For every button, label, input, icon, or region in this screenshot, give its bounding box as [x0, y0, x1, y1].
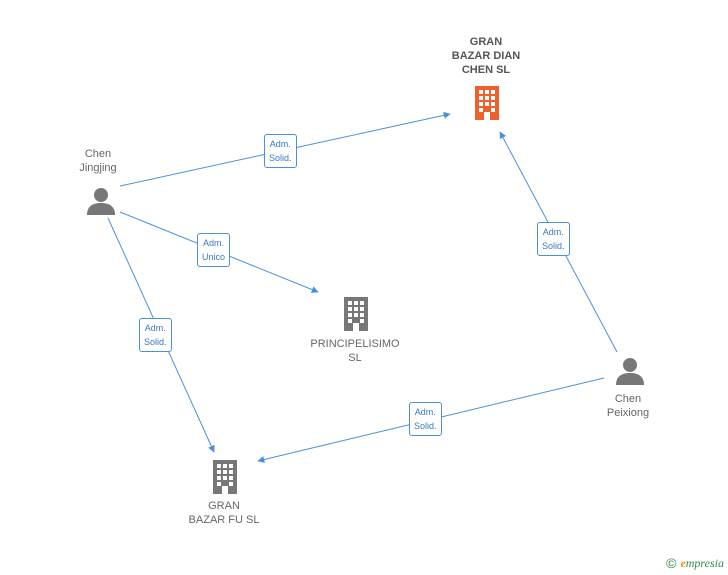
- edge-label-jingjing-principelisimo: Adm. Unico: [197, 233, 231, 267]
- footer-brand: © empresia: [666, 555, 724, 571]
- node-label-gran-bazar-fu: GRAN BAZAR FU SL: [188, 500, 260, 526]
- person-icon[interactable]: [86, 186, 116, 216]
- edge-label-jingjing-dian: Adm. Solid.: [264, 134, 297, 168]
- brand-logo[interactable]: empresia: [680, 556, 724, 571]
- edge-label-jingjing-fu: Adm. Solid.: [139, 318, 172, 352]
- copyright-icon: ©: [666, 555, 677, 571]
- node-label-principelisimo: PRINCIPELISIMO SL: [310, 338, 400, 364]
- edge-label-peixiong-fu: Adm. Solid.: [409, 402, 442, 436]
- node-label-chen-jingjing: Chen Jingjing: [79, 148, 117, 174]
- node-label-chen-peixiong: Chen Peixiong: [606, 393, 650, 419]
- edge-label-peixiong-dian: Adm. Solid.: [537, 222, 570, 256]
- building-icon[interactable]: [340, 296, 372, 332]
- building-icon[interactable]: [209, 459, 241, 495]
- person-icon[interactable]: [615, 356, 645, 386]
- brand-name: mpresia: [685, 555, 724, 570]
- node-label-gran-bazar-dian: GRAN BAZAR DIAN CHEN SL: [451, 36, 521, 76]
- building-icon[interactable]: [471, 85, 503, 121]
- brand-initial: e: [680, 555, 686, 570]
